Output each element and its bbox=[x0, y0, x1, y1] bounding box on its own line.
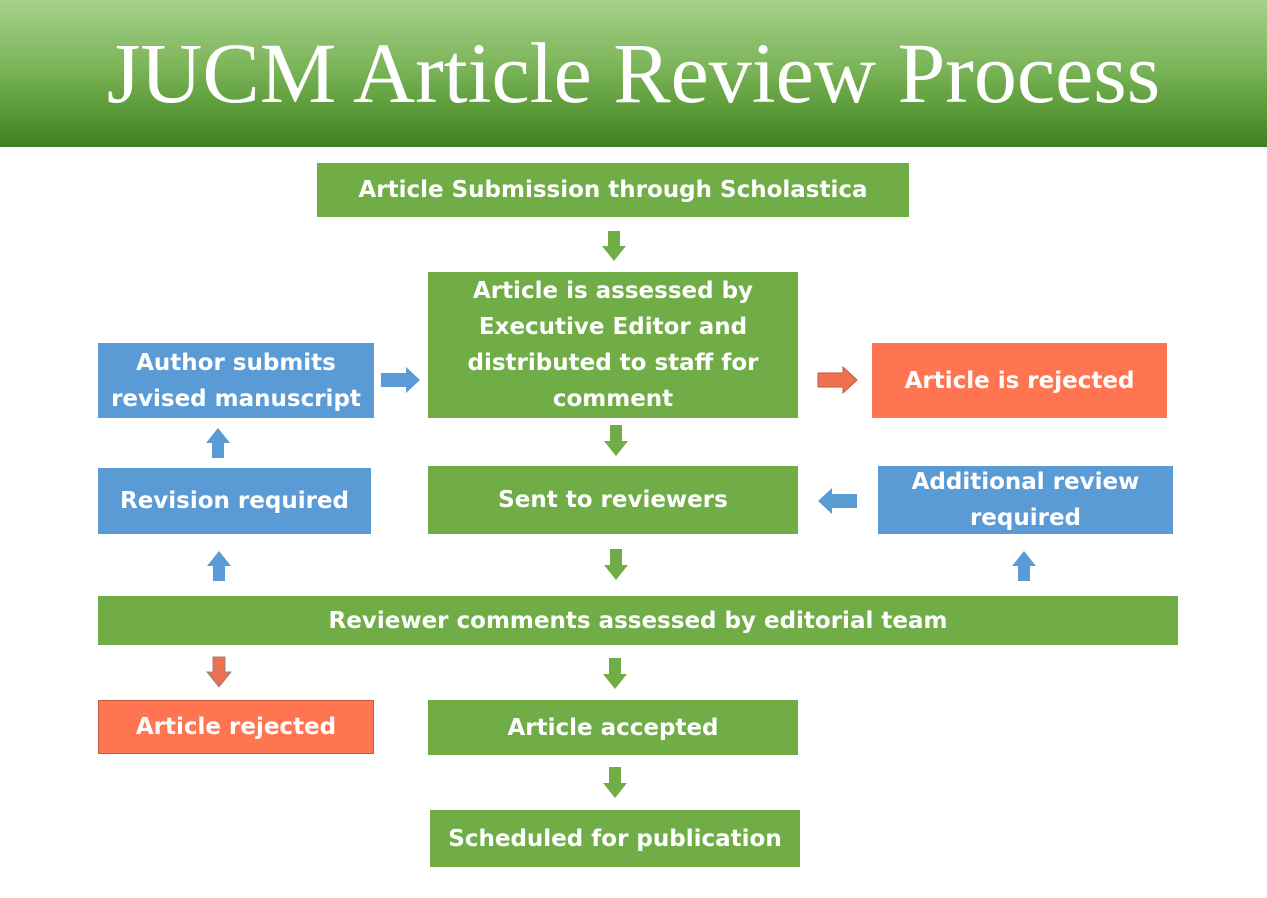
arrow-left-icon bbox=[818, 488, 857, 514]
arrow-up-icon bbox=[207, 551, 231, 581]
arrow-down-icon bbox=[604, 549, 628, 580]
step-assessed: Article is assessed by Executive Editor … bbox=[428, 272, 798, 418]
arrow-right-icon bbox=[817, 365, 858, 395]
step-additional-review: Additional review required bbox=[878, 466, 1173, 534]
step-sent-reviewers: Sent to reviewers bbox=[428, 466, 798, 534]
step-article-rejected: Article rejected bbox=[98, 700, 374, 754]
arrow-down-icon bbox=[603, 767, 627, 798]
step-rejected-initial: Article is rejected bbox=[872, 343, 1167, 418]
arrow-down-icon bbox=[603, 658, 627, 689]
step-author-revised: Author submits revised manuscript bbox=[98, 343, 374, 418]
arrow-right-icon bbox=[381, 367, 420, 393]
arrow-up-icon bbox=[206, 428, 230, 458]
step-article-accepted: Article accepted bbox=[428, 700, 798, 755]
step-scheduled: Scheduled for publication bbox=[430, 810, 800, 867]
arrow-down-icon bbox=[602, 231, 626, 261]
arrow-down-icon bbox=[604, 425, 628, 456]
step-comments-assessed: Reviewer comments assessed by editorial … bbox=[98, 596, 1178, 645]
arrow-up-icon bbox=[1012, 551, 1036, 581]
step-submission: Article Submission through Scholastica bbox=[317, 163, 909, 217]
page-title: JUCM Article Review Process bbox=[106, 25, 1161, 121]
header-banner bbox=[0, 0, 1267, 147]
arrow-down-icon bbox=[205, 656, 233, 688]
step-revision-required: Revision required bbox=[98, 468, 371, 534]
